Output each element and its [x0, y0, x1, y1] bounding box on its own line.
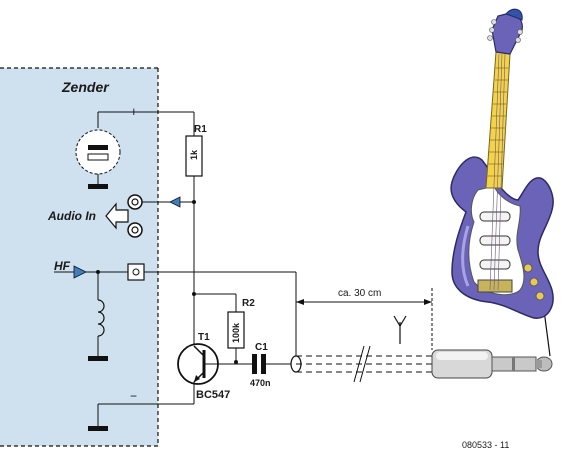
audio-signal-arrow-icon [169, 196, 181, 208]
transmitter-box-fill [0, 68, 158, 446]
capsule-plate-bottom [87, 153, 109, 161]
inductor [88, 272, 108, 361]
knob-1 [523, 263, 533, 273]
capsule-ground [88, 184, 108, 189]
inductor-coil [97, 299, 105, 337]
transmitter-title: Zender [61, 79, 110, 95]
resistor-r1: R1 1k [185, 124, 207, 177]
figure-number: 080533 - 11 [462, 440, 509, 450]
transmitter-box: Zender [0, 67, 159, 447]
capsule-symbol [75, 129, 121, 189]
guitar-illustration [450, 8, 554, 357]
audio-in-arrow-icon [105, 202, 129, 230]
capacitor-c1: C1 470n [250, 342, 292, 388]
c1-name: C1 [255, 342, 268, 353]
jack-pointer [543, 309, 551, 357]
r1-name: R1 [194, 124, 207, 135]
distance-label: ca. 30 cm [338, 288, 381, 299]
knob-3 [535, 291, 545, 301]
strings [489, 53, 506, 291]
r1-value: 1k [189, 149, 199, 160]
capsule-plate-top [88, 145, 108, 150]
break-mark-2 [359, 345, 371, 383]
resistor-r2: R2 100k [227, 298, 255, 349]
hf-output: HF [54, 259, 297, 356]
c1-value: 470n [250, 378, 271, 388]
transistor-t1: T1 BC547 [177, 332, 252, 404]
r2-name: R2 [242, 298, 255, 309]
coax-cable [290, 345, 432, 383]
break-mark-1 [353, 345, 365, 383]
minus-sign: − [130, 389, 137, 403]
headstock [491, 13, 523, 55]
c1-plate-left [252, 354, 257, 374]
antenna-icon [393, 315, 407, 344]
tuning-pegs [487, 19, 523, 43]
hf-label: HF [54, 259, 71, 273]
audio-in-label: Audio In [47, 209, 96, 223]
r2-value: 100k [231, 322, 241, 343]
knob-2 [529, 277, 539, 287]
audio-in-jacks: Audio In [47, 194, 143, 238]
guitar-bridge [477, 279, 513, 293]
jack-plug [431, 349, 553, 379]
hf-arrow-icon [73, 265, 87, 279]
pickup-middle [479, 235, 511, 246]
capsule-circle [75, 129, 121, 175]
ground-symbol [88, 426, 108, 431]
c1-plate-right [261, 354, 266, 374]
distance-dimension: ca. 30 cm [296, 288, 433, 350]
t1-emitter-arrow-icon [194, 375, 200, 382]
inductor-ground [88, 356, 108, 361]
t1-type: BC547 [196, 389, 230, 401]
pickup-neck [479, 211, 511, 222]
t1-name: T1 [198, 332, 210, 343]
